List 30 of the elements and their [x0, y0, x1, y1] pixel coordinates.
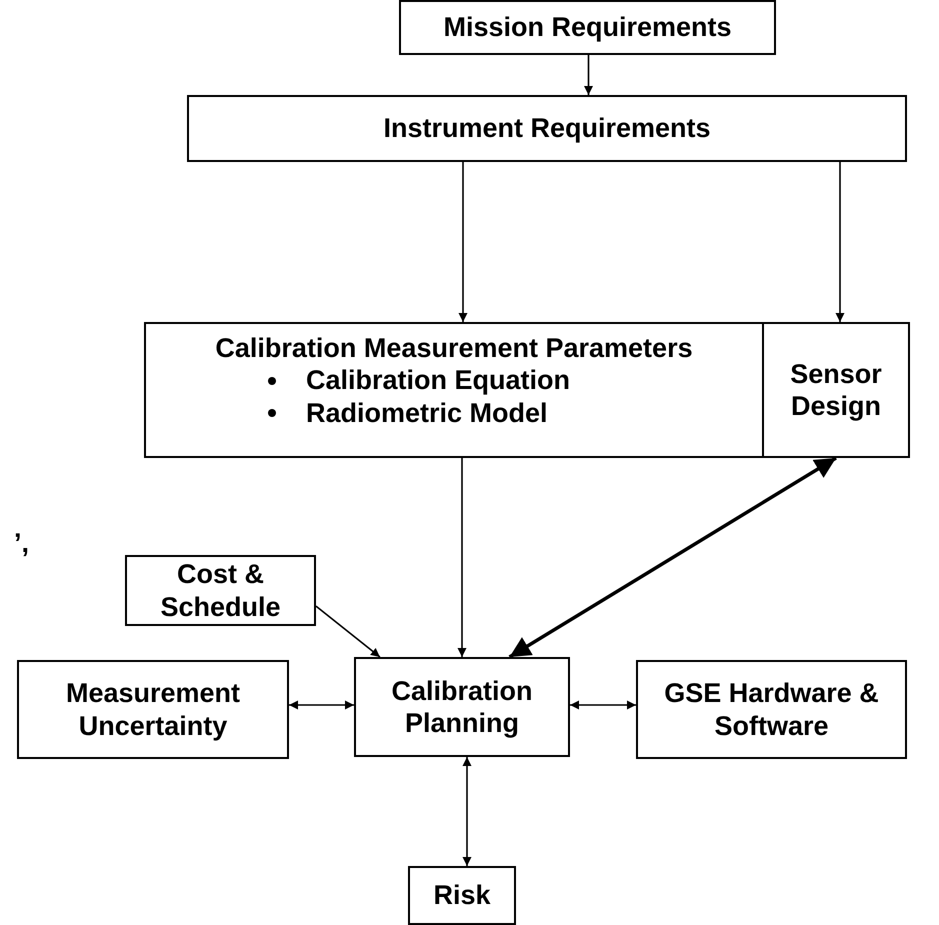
- process-box: [399, 0, 776, 55]
- box-label: Measurement Uncertainty: [64, 677, 242, 742]
- box-label: Instrument Requirements: [383, 112, 711, 145]
- process-box: [187, 95, 907, 162]
- box-label: Sensor Design: [789, 358, 883, 422]
- process-box: [144, 322, 764, 458]
- process-box: [354, 657, 570, 757]
- box-label: Cost & Schedule: [159, 558, 282, 623]
- arrow: [836, 162, 844, 322]
- text-fragment: ’,: [14, 528, 30, 559]
- bullet-item: Calibration Equation: [306, 364, 570, 397]
- arrow: [570, 700, 636, 710]
- arrow: [462, 757, 472, 866]
- process-box: [408, 866, 516, 925]
- arrow: [316, 606, 380, 658]
- box-label: GSE Hardware & Software: [663, 677, 880, 742]
- box-label: Mission Requirements: [443, 11, 732, 44]
- arrow: [289, 700, 354, 710]
- arrow: [584, 55, 593, 95]
- arrow: [508, 456, 837, 658]
- box-label: Calibration Measurement Parameters: [215, 332, 693, 364]
- bullet-item: Radiometric Model: [306, 396, 548, 430]
- arrow: [458, 162, 468, 322]
- process-box: [125, 555, 316, 626]
- process-box: [636, 660, 907, 759]
- process-box: [762, 322, 910, 458]
- process-box: [17, 660, 289, 759]
- box-label: Calibration Planning: [390, 674, 534, 740]
- box-label: Risk: [433, 879, 491, 912]
- arrow: [458, 458, 466, 657]
